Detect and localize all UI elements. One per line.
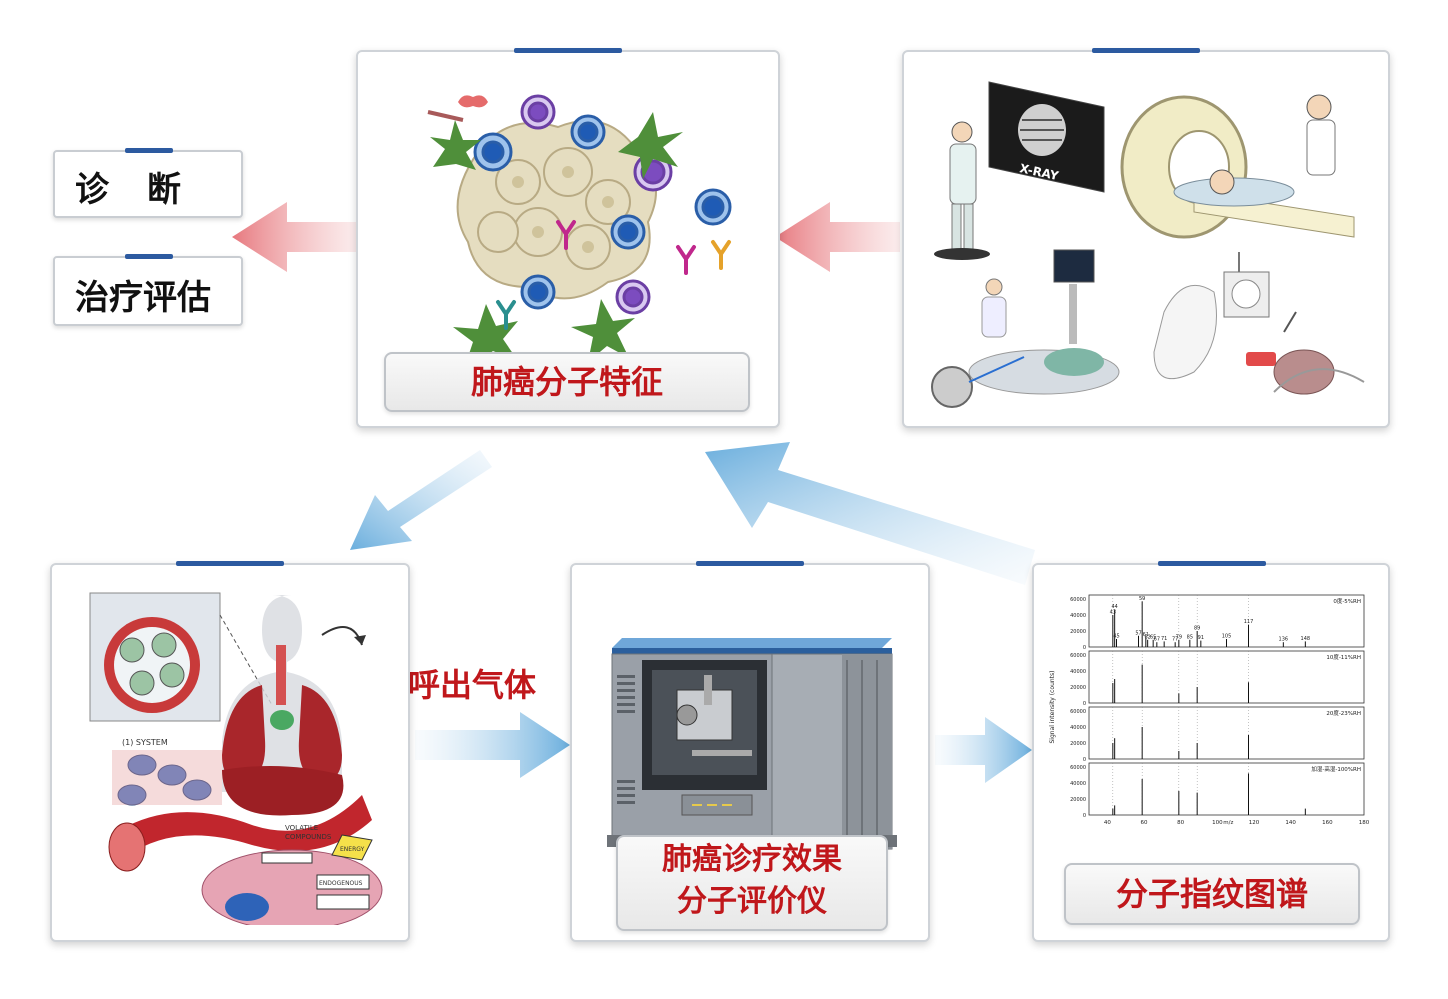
- instrument-label-box: 肺癌诊疗效果 分子评价仪: [616, 835, 888, 931]
- y-tick-label: 20000: [1070, 685, 1086, 691]
- y-tick-label: 60000: [1070, 597, 1086, 603]
- sublabel-system: (1) SYSTEM: [122, 738, 168, 747]
- peak-label: 79: [1176, 634, 1182, 640]
- spectrum-subplot-frame: [1088, 706, 1365, 760]
- instrument-tab-bar: [696, 561, 804, 566]
- peak-label: 45: [1113, 634, 1119, 640]
- imaging-tab-bar: [1092, 48, 1200, 53]
- peak-label: 148: [1301, 636, 1311, 642]
- y-tick-label: 20000: [1070, 629, 1086, 635]
- instrument-label-line1: 肺癌诊疗效果: [662, 842, 842, 877]
- peak-label: 89: [1194, 626, 1200, 632]
- y-tick-label: 0: [1083, 701, 1086, 707]
- diagnosis-label: 诊 断: [75, 170, 183, 210]
- treatment-eval-label: 治疗评估: [75, 278, 211, 318]
- imaging-panel: X-RAY: [902, 48, 1390, 428]
- x-tick-label: 120: [1249, 820, 1260, 826]
- series-label: 0度-5%RH: [1333, 597, 1361, 605]
- x-tick-label: 80: [1177, 820, 1184, 826]
- diagnosis-box: 诊 断: [53, 148, 243, 218]
- spectrum-label-box: 分子指纹图谱: [1064, 863, 1360, 925]
- y-tick-label: 0: [1083, 813, 1086, 819]
- x-tick-label: 60: [1141, 820, 1148, 826]
- treatment-eval-box: 治疗评估: [53, 254, 243, 326]
- treatment-tab-bar: [125, 254, 173, 259]
- spectrum-subplot-frame: [1088, 762, 1365, 816]
- sublabel-endogenous: ENDOGENOUS: [319, 880, 363, 887]
- x-tick-label: 40: [1104, 820, 1111, 826]
- spectrum-label: 分子指纹图谱: [1115, 875, 1308, 913]
- spectrum-tab-bar: [1158, 561, 1266, 566]
- y-tick-label: 40000: [1070, 669, 1086, 675]
- sublabel-compounds: COMPOUNDS: [285, 833, 332, 841]
- x-tick-label: 160: [1322, 820, 1333, 826]
- molecular-label-box: 肺癌分子特征: [384, 352, 750, 412]
- peak-label: 65: [1150, 634, 1156, 640]
- series-label: 加湿-高湿-100%RH: [1311, 765, 1361, 773]
- molecular-label: 肺癌分子特征: [470, 363, 663, 401]
- arrow-molecular-to-breath: [350, 450, 492, 550]
- peak-label: 62: [1144, 634, 1150, 640]
- peak-label: 136: [1279, 637, 1289, 643]
- peak-label: 61: [1143, 632, 1149, 638]
- series-label: 20度-23%RH: [1326, 709, 1361, 717]
- peak-label: 117: [1244, 619, 1254, 625]
- spectrum-subplot-frame: [1088, 650, 1365, 704]
- y-tick-label: 60000: [1070, 765, 1086, 771]
- peak-label: 91: [1198, 635, 1204, 641]
- peak-label: 105: [1222, 634, 1232, 640]
- tumor-cells-illustration: [427, 94, 732, 372]
- peak-label: 43: [1110, 610, 1116, 616]
- x-tick-label: 100: [1212, 820, 1223, 826]
- peak-label: 67: [1154, 637, 1160, 643]
- peak-label: 44: [1111, 604, 1117, 610]
- peak-label: 59: [1139, 596, 1145, 602]
- series-label: 10度-11%RH: [1326, 653, 1361, 661]
- medical-imaging-illustration: X-RAY: [931, 81, 1365, 408]
- instrument-label-line2: 分子评价仪: [677, 884, 827, 919]
- arrow-instrument-to-spectrum: [935, 717, 1032, 783]
- y-tick-label: 0: [1083, 645, 1086, 651]
- y-tick-label: 20000: [1070, 741, 1086, 747]
- molecular-panel: 肺癌分子特征: [356, 48, 780, 428]
- y-tick-label: 40000: [1070, 613, 1086, 619]
- peak-label: 71: [1161, 636, 1167, 642]
- arrow-breath-to-instrument: [415, 712, 570, 778]
- sublabel-energy: ENERGY: [340, 846, 365, 853]
- diagnosis-tab-bar: [125, 148, 173, 153]
- molecular-tab-bar: [514, 48, 622, 53]
- peak-label: 85: [1187, 634, 1193, 640]
- y-axis-label: Signal intensity (counts): [1049, 671, 1056, 744]
- y-tick-label: 40000: [1070, 725, 1086, 731]
- y-tick-label: 60000: [1070, 709, 1086, 715]
- y-tick-label: 60000: [1070, 653, 1086, 659]
- instrument-panel: 肺癌诊疗效果 分子评价仪: [570, 561, 930, 942]
- x-axis-label: m/z: [1223, 820, 1233, 826]
- breath-panel: (1) SYSTEM VOLATILE COMPOUNDS ENDOGENOUS…: [50, 561, 410, 942]
- arrow-imaging-to-molecular: [775, 202, 900, 272]
- arrow-spectrum-to-molecular: [705, 442, 1035, 585]
- arrow-to-outputs: [232, 202, 357, 272]
- peak-label: 77: [1172, 637, 1178, 643]
- x-tick-label: 140: [1285, 820, 1296, 826]
- y-tick-label: 0: [1083, 757, 1086, 763]
- analyzer-device-illustration: [607, 638, 897, 850]
- peak-label: 57: [1135, 630, 1141, 636]
- x-tick-label: 180: [1359, 820, 1370, 826]
- breath-tab-bar: [176, 561, 284, 566]
- y-tick-label: 40000: [1070, 781, 1086, 787]
- exhaled-gas-caption: 呼出气体: [408, 666, 537, 704]
- respiratory-illustration: (1) SYSTEM VOLATILE COMPOUNDS ENDOGENOUS…: [89, 592, 383, 925]
- y-tick-label: 20000: [1070, 797, 1086, 803]
- sublabel-volatile: VOLATILE: [285, 824, 318, 832]
